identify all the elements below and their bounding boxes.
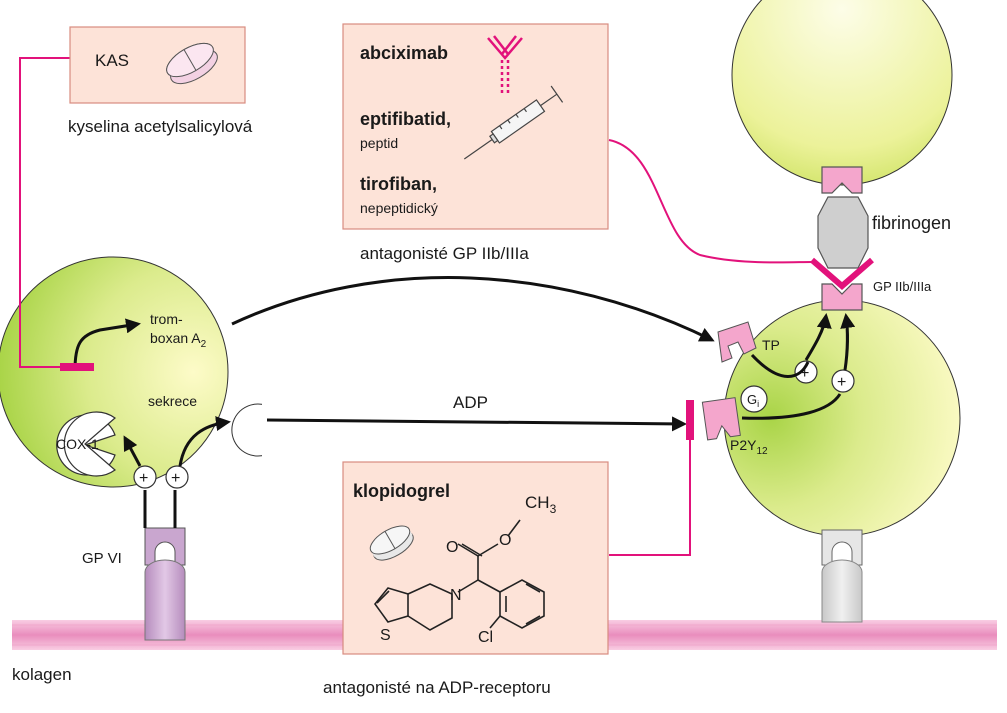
- gp-vi-label: GP VI: [82, 550, 122, 567]
- upper-platelet: [731, 0, 953, 186]
- oxygen-label: O: [499, 532, 511, 549]
- adp-label: ADP: [453, 393, 488, 412]
- gp-2b3a-label: GP IIb/IIIa: [873, 279, 932, 294]
- drug-tirofiban-sub: nepeptidický: [360, 200, 438, 216]
- sulfur-label: S: [380, 627, 391, 644]
- gp-inhibition-line: [608, 139, 813, 264]
- tp-receptor: [717, 321, 757, 363]
- arrow-tp-to-gp: [804, 313, 832, 361]
- kas-inhibition-line: [19, 57, 74, 368]
- plus-sign: +: [139, 470, 148, 487]
- thromboxane-label-2: boxan A2: [150, 330, 207, 350]
- thromboxane-label: trom-: [150, 311, 183, 327]
- arrow-thromboxane-to-tp: [231, 276, 715, 342]
- kas-title: KAS: [95, 51, 129, 70]
- clopidogrel-structure: [373, 519, 545, 631]
- plus-circle: [794, 360, 818, 384]
- adp-inhibition-line: [609, 440, 691, 556]
- pill-icon: [166, 42, 218, 85]
- p2y-block-bar: [686, 400, 694, 440]
- p2y12-receptor: [701, 397, 741, 441]
- left-platelet: [0, 256, 229, 488]
- gp-2b3a-receptor: [821, 283, 863, 311]
- gp-caption: antagonisté GP IIb/IIIa: [360, 244, 529, 263]
- drug-eptifibatid: eptifibatid,: [360, 109, 451, 129]
- right-bottom-receptor: [821, 529, 863, 566]
- cox1-label: COX-1: [56, 436, 99, 452]
- gp-blocker-mark: [810, 257, 874, 290]
- drug-eptifibatid-sub: peptid: [360, 135, 398, 151]
- chlorine-label: Cl: [478, 629, 493, 646]
- gp-antagonists-box: [342, 23, 609, 230]
- p2y12-label: P2Y12: [730, 437, 768, 457]
- pill-icon: [369, 525, 414, 561]
- plus-circle: [165, 465, 189, 489]
- plus-sign: +: [837, 374, 846, 391]
- right-bottom-stalk: [821, 559, 863, 623]
- drug-tirofiban: tirofiban,: [360, 174, 437, 194]
- arrow-to-cox: [123, 435, 142, 467]
- antibody-icon: [487, 35, 523, 96]
- upper-gp-receptor: [821, 166, 863, 194]
- arrow-to-secretion: [178, 416, 231, 467]
- nitrogen-label: N: [450, 587, 462, 604]
- plus-circle: [133, 465, 157, 489]
- gp-vi-stalk: [144, 559, 186, 641]
- syringe-icon: [463, 85, 564, 160]
- arrow-p2y-to-gp: [840, 313, 856, 371]
- secretion-notch: [231, 403, 266, 457]
- tp-label: TP: [762, 337, 780, 353]
- kas-box: [69, 26, 246, 104]
- gi-protein: [740, 385, 768, 413]
- drug-klopidogrel: klopidogrel: [353, 481, 450, 501]
- plus-sign: +: [171, 470, 180, 487]
- gp-vi-receptor: [144, 527, 186, 566]
- adp-caption: antagonisté na ADP-receptoru: [323, 678, 551, 697]
- oxygen-label: O: [446, 539, 458, 556]
- arrow-adp: [266, 416, 687, 432]
- fibrinogen-molecule: [817, 196, 869, 269]
- drug-abciximab: abciximab: [360, 43, 448, 63]
- cox-block-bar: [60, 363, 94, 371]
- fibrinogen-label: fibrinogen: [872, 213, 951, 233]
- kas-caption: kyselina acetylsalicylová: [68, 117, 253, 136]
- arrow-to-thromboxane: [73, 318, 141, 371]
- kolagen-label: kolagen: [12, 665, 72, 684]
- plus-circle: [831, 369, 855, 393]
- plus-sign: +: [800, 365, 809, 382]
- secretion-label: sekrece: [148, 393, 197, 409]
- ch3-label: CH3: [525, 493, 557, 516]
- gi-label: Gi: [747, 392, 759, 409]
